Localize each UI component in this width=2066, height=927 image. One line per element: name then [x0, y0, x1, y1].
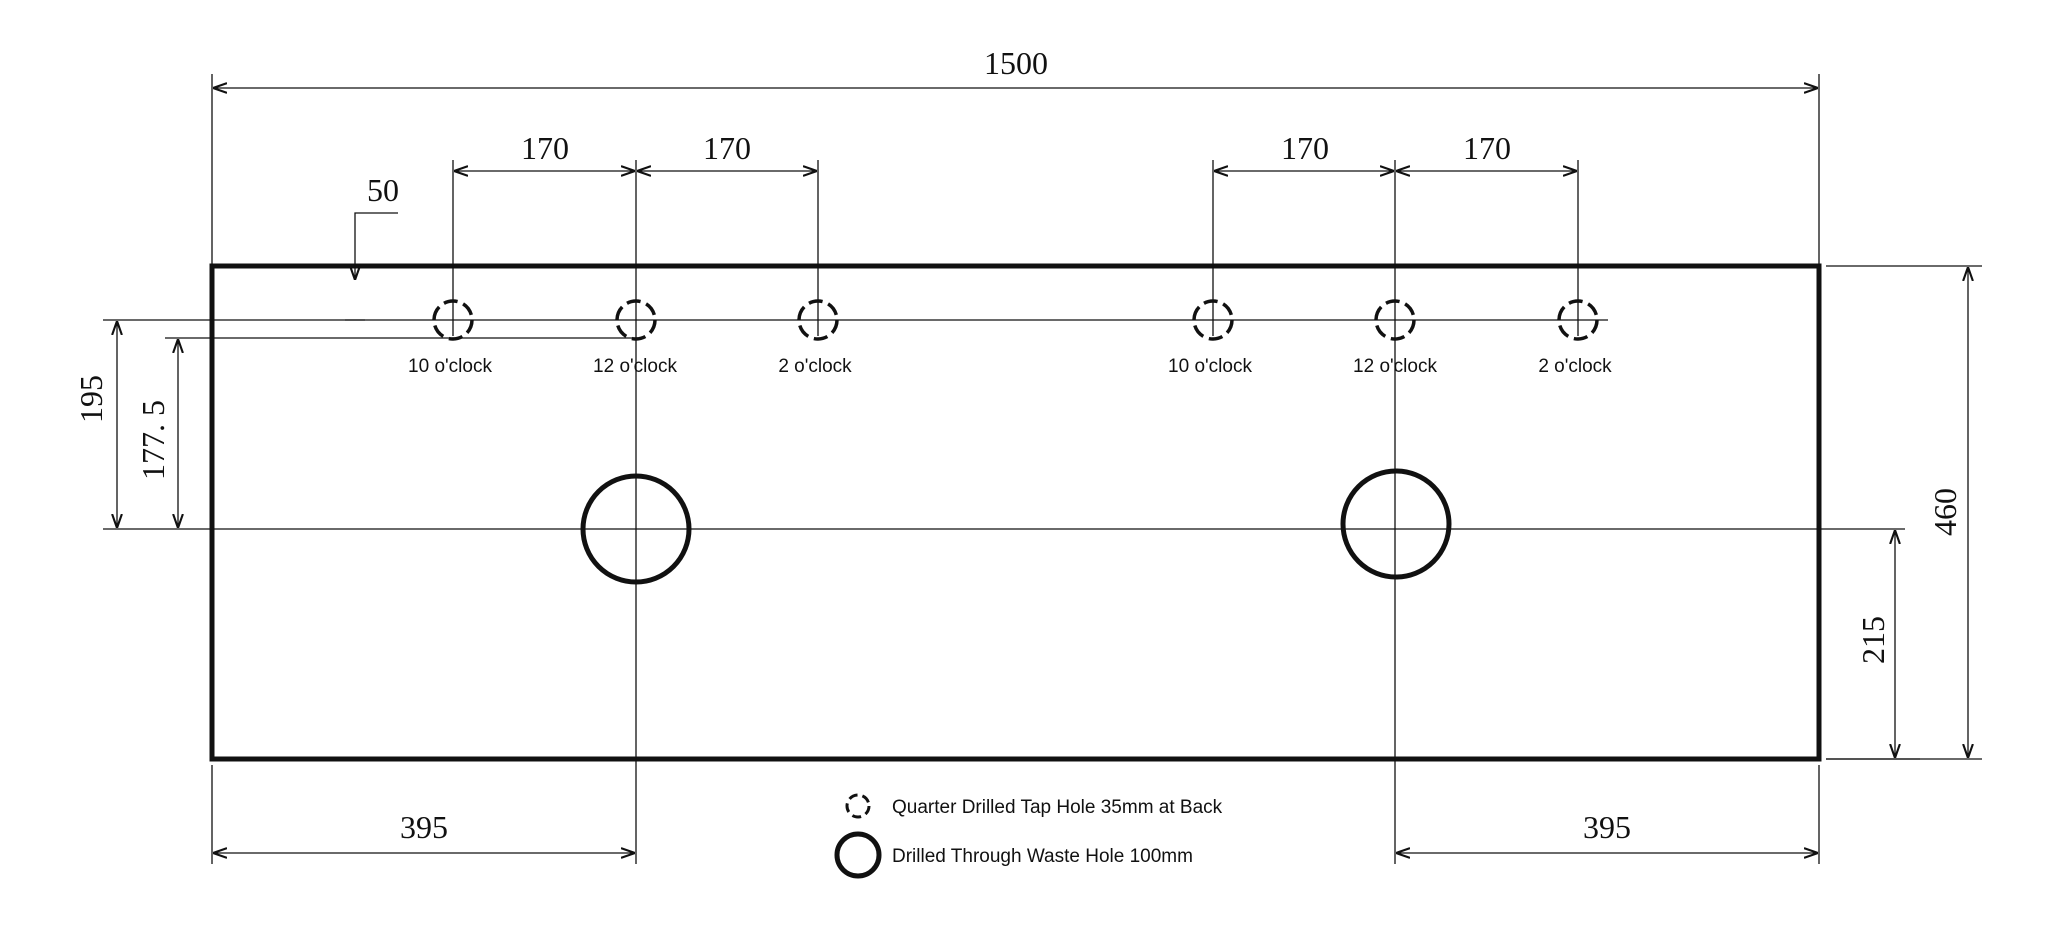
- tap-label-left-12: 12 o'clock: [593, 356, 677, 377]
- legend: Quarter Drilled Tap Hole 35mm at Back Dr…: [834, 793, 1223, 879]
- dim-tap-spacing-right-1: 170: [1281, 130, 1329, 166]
- tap-label-right-2: 2 o'clock: [1538, 356, 1612, 377]
- dim-right-waste-from-edge: 395: [1583, 809, 1631, 845]
- tap-hole-right-12: [1374, 299, 1416, 341]
- dim-back-row-to-waste: 177. 5: [135, 400, 171, 480]
- legend-tap-hole: Quarter Drilled Tap Hole 35mm at Back: [892, 797, 1223, 818]
- tap-label-left-2: 2 o'clock: [778, 356, 852, 377]
- tap-hole-left-2: [797, 299, 839, 341]
- tap-label-right-12: 12 o'clock: [1353, 356, 1437, 377]
- legend-waste-hole: Drilled Through Waste Hole 100mm: [892, 846, 1193, 867]
- dimension-lines: [117, 88, 1968, 853]
- tap-hole-right-2: [1557, 299, 1599, 341]
- tap-label-right-10: 10 o'clock: [1168, 356, 1252, 377]
- dim-tap-row-to-waste: 195: [73, 375, 109, 423]
- tap-hole-right-10: [1192, 299, 1234, 341]
- dim-tap-offset-50: 50: [367, 172, 399, 208]
- centre-lines: [103, 74, 1982, 864]
- vanity-top-outline: [209, 263, 1822, 762]
- waste-hole-left: [580, 473, 692, 585]
- tap-hole-left-10: [432, 299, 474, 341]
- tap-holes: [432, 299, 1599, 341]
- dim-leader-50: [355, 212, 398, 280]
- waste-holes: [580, 468, 1452, 585]
- tap-hole-left-12: [615, 299, 657, 341]
- dim-tap-spacing-left-2: 170: [703, 130, 751, 166]
- solid-circle-icon: [834, 831, 882, 879]
- tap-label-left-10: 10 o'clock: [408, 356, 492, 377]
- waste-hole-right: [1340, 468, 1452, 580]
- dim-waste-to-front: 215: [1855, 616, 1891, 664]
- dim-left-waste-from-edge: 395: [400, 809, 448, 845]
- dim-tap-spacing-right-2: 170: [1463, 130, 1511, 166]
- dim-tap-spacing-left-1: 170: [521, 130, 569, 166]
- dashed-circle-icon: [845, 793, 871, 819]
- dim-overall-height: 460: [1927, 488, 1963, 536]
- dim-overall-width: 1500: [984, 45, 1048, 81]
